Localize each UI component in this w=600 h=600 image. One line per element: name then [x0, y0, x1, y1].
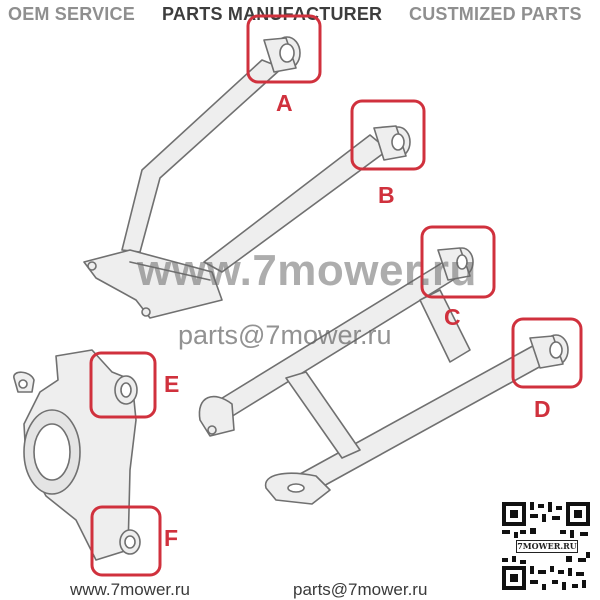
highlight-box-f — [90, 505, 162, 577]
callout-e: E — [164, 371, 180, 397]
highlight-box-a — [246, 14, 322, 84]
callout-c: C — [444, 304, 461, 330]
highlight-box-e — [89, 351, 157, 419]
highlight-box-d — [511, 317, 583, 389]
steering-knuckle — [13, 349, 141, 561]
lower-control-arm — [198, 247, 569, 505]
oem-service-text: OEM SERVICE — [8, 4, 135, 24]
callout-f: F — [164, 525, 179, 551]
callout-a: A — [276, 90, 293, 116]
callout-d: D — [534, 396, 551, 422]
highlight-box-b — [350, 99, 426, 171]
upper-arm-bracket — [83, 249, 223, 319]
upper-arm-mount-hole — [87, 261, 97, 271]
qr-label: 7MOWER.RU — [516, 540, 578, 553]
callout-b: B — [378, 182, 395, 208]
watermark-email: parts@7mower.ru — [178, 320, 392, 350]
parts-manufacturer-text: PARTS MANUFACTURER — [162, 4, 383, 24]
qr-code: 7MOWER.RU — [500, 500, 592, 592]
footer-email: parts@7mower.ru — [293, 580, 428, 599]
highlight-box-c — [420, 225, 496, 299]
customized-parts-text: CUSTMIZED PARTS — [409, 4, 582, 24]
lower-arm-crossbar — [285, 371, 361, 459]
watermark-site: www.7mower.ru — [137, 246, 477, 295]
lower-arm-rear-bushing — [198, 395, 235, 437]
upper-a-arm — [83, 36, 411, 319]
lower-arm-web — [419, 289, 471, 363]
footer-site: www.7mower.ru — [70, 580, 190, 599]
upper-arm-lower-hole — [141, 307, 151, 317]
header-bar: OEM SERVICE PARTS MANUFACTURER CUSTMIZED… — [0, 2, 600, 28]
